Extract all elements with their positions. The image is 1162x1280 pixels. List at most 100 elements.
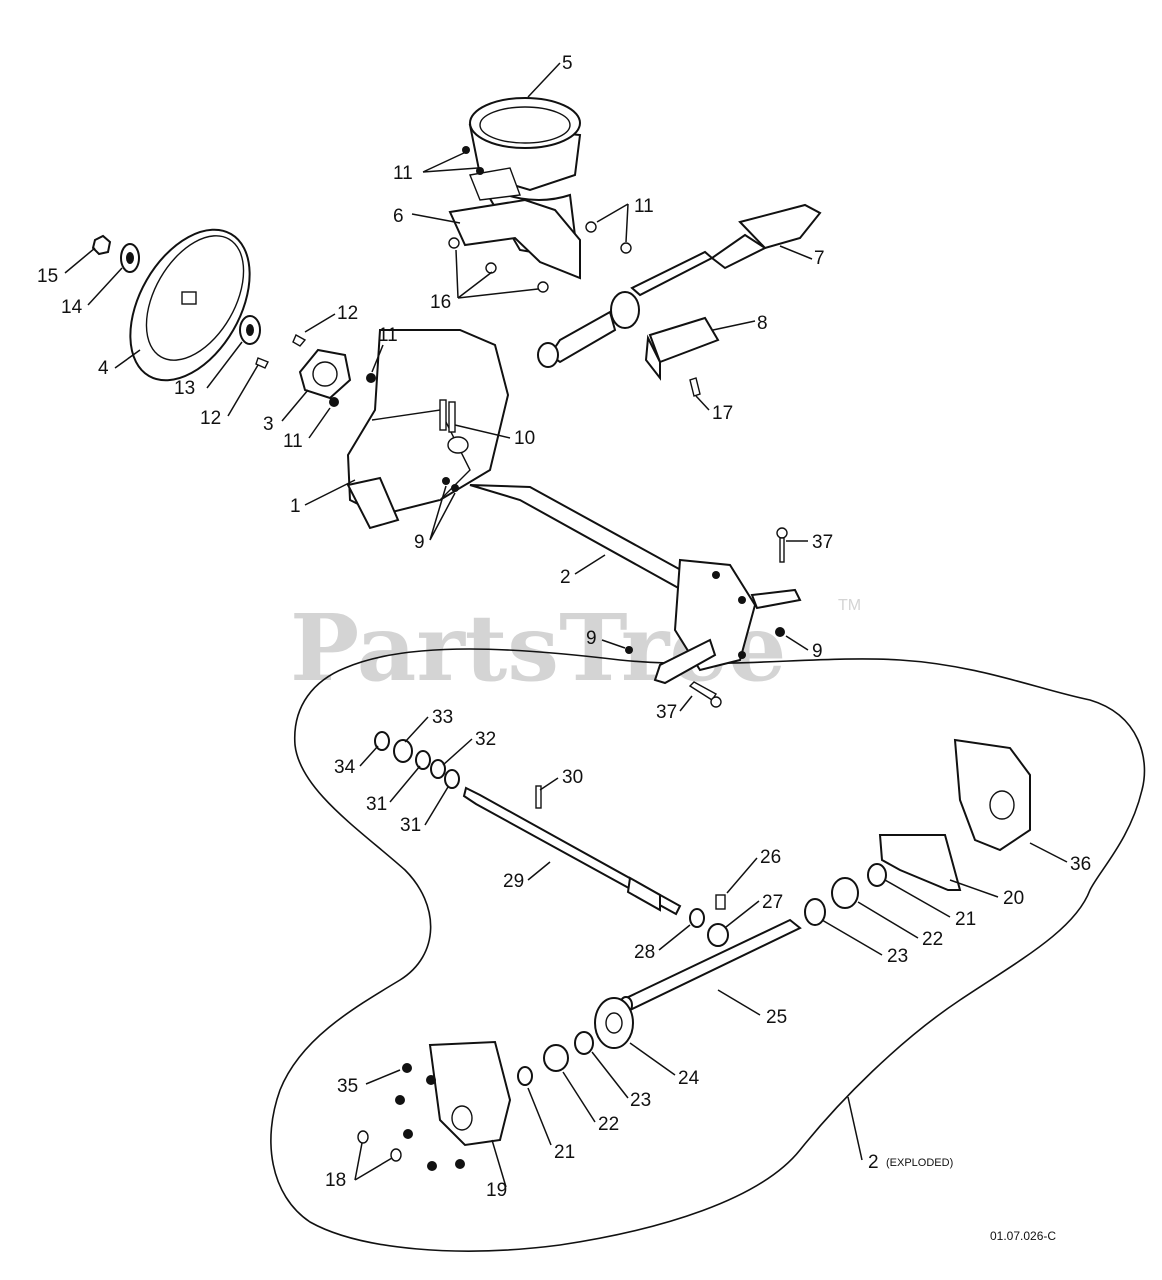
- callout-13: 13: [174, 378, 195, 399]
- callout-23: 23: [887, 946, 908, 967]
- callout-4: 4: [98, 358, 109, 379]
- nut-11-right: [585, 221, 632, 254]
- callout-28: 28: [634, 942, 655, 963]
- drawing-reference: 01.07.026-C: [990, 1229, 1056, 1243]
- callout-16: 16: [430, 292, 451, 313]
- callout-21: 21: [955, 909, 976, 930]
- worm-shaft-29: [462, 786, 682, 916]
- cover-36: [953, 738, 1031, 852]
- callout-37: 37: [812, 532, 833, 553]
- nut-11-lower: [329, 397, 339, 407]
- nut-9-right: [775, 627, 785, 637]
- callout-11: 11: [634, 196, 654, 217]
- callout-25: 25: [766, 1007, 787, 1028]
- nut-9-left: [625, 646, 633, 654]
- callout-21: 21: [554, 1142, 575, 1163]
- bearing-13: [239, 315, 261, 345]
- callout-9: 9: [586, 628, 597, 649]
- callout-27: 27: [762, 892, 783, 913]
- nut-11-mid: [366, 373, 376, 383]
- callout-35: 35: [337, 1076, 358, 1097]
- seal-32: [430, 759, 446, 779]
- washer-31-a: [415, 750, 431, 770]
- bolt-17: [689, 377, 701, 397]
- callout-17: 17: [712, 403, 733, 424]
- callout-34: 34: [334, 757, 356, 778]
- bolt-37-upper: [776, 527, 788, 563]
- callout-7: 7: [814, 248, 825, 269]
- key-26: [715, 894, 726, 910]
- chute-crank-handle: [537, 203, 822, 368]
- pin-30: [535, 785, 542, 809]
- bolt-12-lower: [255, 357, 269, 369]
- callout-12: 12: [337, 303, 358, 324]
- gearbox-shaft-assembly: [469, 484, 802, 685]
- bearing-flange: [298, 348, 352, 400]
- callout-5: 5: [562, 53, 573, 74]
- callout-10: 10: [514, 428, 535, 449]
- callout-29: 29: [503, 871, 524, 892]
- washer-28: [689, 908, 705, 928]
- nuts-9: [442, 477, 459, 492]
- washer-34: [374, 731, 390, 751]
- callout-31: 31: [366, 794, 387, 815]
- callout-24: 24: [678, 1068, 700, 1089]
- callout-11: 11: [378, 325, 398, 346]
- pins-10: [439, 399, 456, 433]
- bushing-22-left: [543, 1044, 569, 1072]
- callout-23: 23: [630, 1090, 651, 1111]
- bolt-12-upper: [292, 334, 307, 347]
- leader-lines: [64, 62, 1068, 1188]
- callout-8: 8: [757, 313, 768, 334]
- pulley: [129, 228, 251, 382]
- callout-37: 37: [656, 702, 677, 723]
- callout-20: 20: [1003, 888, 1024, 909]
- callout-19: 19: [486, 1180, 507, 1201]
- callout-33: 33: [432, 707, 453, 728]
- callout-2: 2: [560, 567, 571, 588]
- callout-31: 31: [400, 815, 421, 836]
- chute-deflector: [448, 146, 581, 280]
- callout-3: 3: [263, 414, 274, 435]
- callout-18: 18: [325, 1170, 346, 1191]
- exploded-view-outline: [270, 648, 1146, 1252]
- callout-36: 36: [1070, 854, 1091, 875]
- bearing-14: [120, 243, 140, 273]
- gearbox-half-19: [428, 1040, 512, 1147]
- callout-15: 15: [37, 266, 58, 287]
- seal-21-left: [517, 1066, 533, 1086]
- nut-15: [91, 234, 112, 256]
- bushing-33: [393, 739, 413, 763]
- callout-22: 22: [922, 929, 943, 950]
- screws-35: [395, 1063, 465, 1171]
- auger-housing: [346, 329, 510, 530]
- washer-31-b: [444, 769, 460, 789]
- callout-9: 9: [812, 641, 823, 662]
- bolts-16: [448, 237, 549, 293]
- bolt-37-lower: [688, 681, 722, 708]
- callout-1: 1: [290, 496, 301, 517]
- exploded-label-number: 2: [868, 1152, 879, 1173]
- callout-11: 11: [283, 431, 303, 452]
- watermark-trademark: TM: [838, 597, 861, 614]
- crank-bracket: [644, 316, 720, 381]
- callout-6: 6: [393, 206, 404, 227]
- worm-gear-24: [594, 997, 634, 1049]
- callout-26: 26: [760, 847, 781, 868]
- callout-32: 32: [475, 729, 496, 750]
- callout-12: 12: [200, 408, 221, 429]
- plugs-18: [357, 1130, 402, 1162]
- bushing-22-right: [831, 877, 859, 909]
- gasket-20: [878, 834, 962, 891]
- seal-21-right: [867, 863, 887, 887]
- washer-23-left: [574, 1031, 594, 1055]
- bushing-27: [707, 923, 729, 947]
- callout-22: 22: [598, 1114, 619, 1135]
- callout-9: 9: [414, 532, 425, 553]
- washer-23-right: [804, 898, 826, 926]
- callout-11: 11: [393, 163, 413, 184]
- callout-14: 14: [61, 297, 83, 318]
- exploded-label-note: (EXPLODED): [886, 1157, 953, 1169]
- callout-30: 30: [562, 767, 583, 788]
